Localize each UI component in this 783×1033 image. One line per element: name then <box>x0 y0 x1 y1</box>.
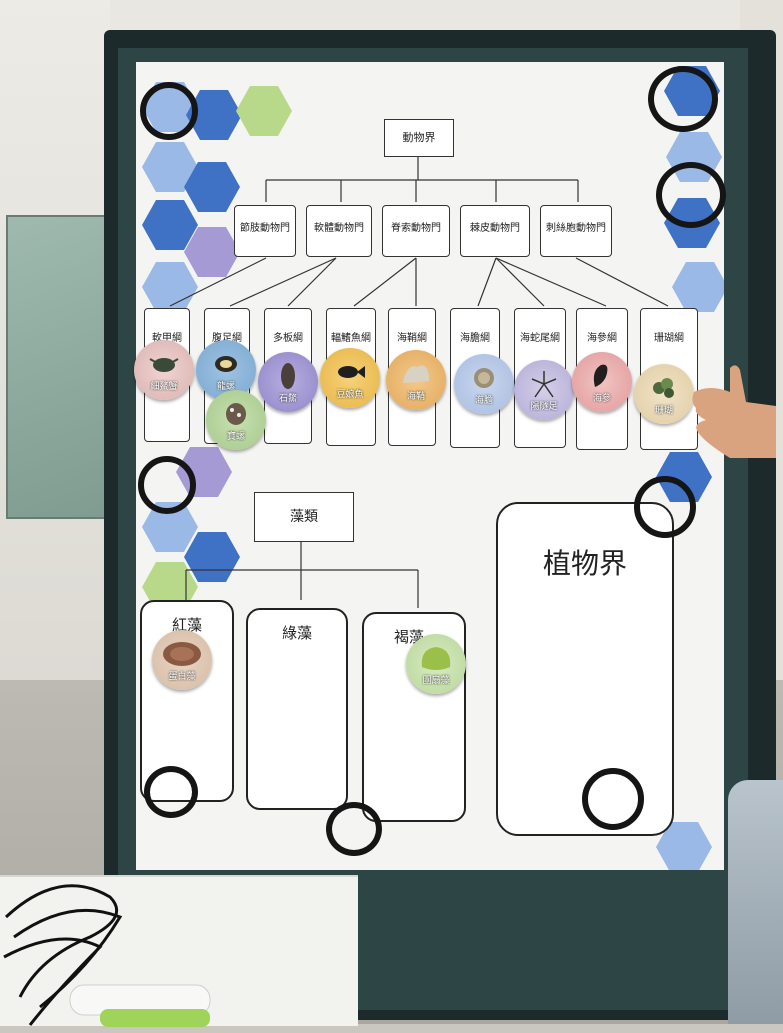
phylum-box: 脊索動物門 <box>382 205 450 257</box>
magnet-ring <box>648 66 718 132</box>
specimen-label: 細鰲蟹 <box>150 382 178 392</box>
specimen-label: 珊瑚 <box>654 406 673 416</box>
coral-disc[interactable]: 珊瑚 <box>634 364 694 424</box>
glass-panel <box>6 215 114 519</box>
cowrie-icon <box>226 403 246 425</box>
specimen-label: 海膽 <box>474 396 493 406</box>
magnet-ring <box>326 802 382 856</box>
padina-icon <box>421 647 451 670</box>
phylum-box: 節肢動物門 <box>234 205 296 257</box>
animal-kingdom-box: 動物界 <box>384 119 454 157</box>
sea-squirt-disc[interactable]: 海鞘 <box>386 350 446 410</box>
magnet-ring <box>656 162 726 228</box>
brittle-star-icon <box>531 371 557 398</box>
specimen-label: 石鱉 <box>278 394 297 404</box>
magnet-ring <box>138 456 196 514</box>
algae-box: 藻類 <box>254 492 354 542</box>
specimen-label: 蛋白藻 <box>168 672 196 682</box>
specimen-label: 寶螺 <box>226 432 245 442</box>
hex-decoration <box>142 262 198 312</box>
shell-icon <box>215 356 237 372</box>
specimen-label: 豆娘魚 <box>336 390 364 400</box>
person <box>728 780 783 1024</box>
magnet-ring <box>140 82 198 140</box>
sea-urchin-icon <box>474 368 494 388</box>
brittle-star-disc[interactable]: 陽隧足 <box>514 360 574 420</box>
device <box>69 984 211 1027</box>
child-hand <box>692 365 776 458</box>
table <box>0 875 358 1027</box>
green-algae-box: 綠藻 <box>246 608 348 810</box>
magnet-ring <box>582 768 644 830</box>
red-algae-icon <box>163 642 201 666</box>
specimen-label: 海參 <box>592 394 611 404</box>
red-algae-disc[interactable]: 蛋白藻 <box>152 630 212 690</box>
cowrie-disc[interactable]: 寶螺 <box>206 390 266 450</box>
chiton-disc[interactable]: 石鱉 <box>258 352 318 412</box>
sea-cucumber-disc[interactable]: 海參 <box>572 352 632 412</box>
sea-urchin-disc[interactable]: 海膽 <box>454 354 514 414</box>
chiton-icon <box>281 363 295 389</box>
coral-icon <box>653 378 674 398</box>
phylum-box: 刺絲胞動物門 <box>540 205 612 257</box>
padina-disc[interactable]: 團扇藻 <box>406 634 466 694</box>
classification-poster: 動物界 節肢動物門 軟體動物門 脊索動物門 棘皮動物門 刺絲胞動物門 軟甲綱 腹… <box>136 62 724 870</box>
magnet-ring <box>634 476 696 538</box>
specimen-label: 團扇藻 <box>422 676 450 686</box>
snail-disc[interactable]: 龍螺 <box>196 340 256 400</box>
phylum-box: 軟體動物門 <box>306 205 372 257</box>
damselfish-disc[interactable]: 豆娘魚 <box>320 348 380 408</box>
specimen-label: 龍螺 <box>216 382 235 392</box>
crab-disc[interactable]: 細鰲蟹 <box>134 340 194 400</box>
tree-connectors <box>169 157 669 608</box>
magnet-ring <box>144 766 198 818</box>
sea-squirt-icon <box>403 365 429 383</box>
cable-bundle <box>3 884 123 1026</box>
fish-icon <box>338 366 365 378</box>
specimen-label: 海鞘 <box>406 392 425 402</box>
phylum-box: 棘皮動物門 <box>460 205 530 257</box>
specimen-label: 陽隧足 <box>530 402 558 412</box>
crab-icon <box>149 358 179 372</box>
sea-cucumber-icon <box>593 364 608 387</box>
plant-kingdom-box: 植物界 <box>496 502 674 836</box>
